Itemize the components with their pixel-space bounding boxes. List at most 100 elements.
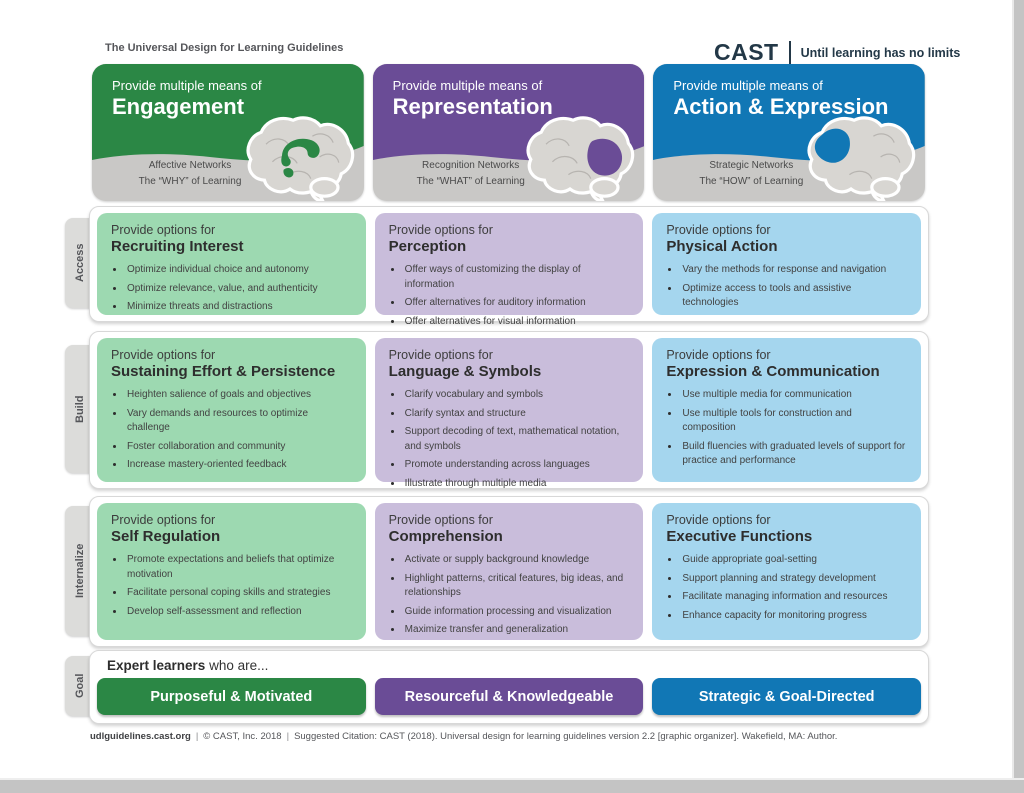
checkpoint: Guide appropriate goal-setting xyxy=(680,553,907,568)
checkpoint: Support decoding of text, mathematical n… xyxy=(403,425,630,454)
checkpoint: Clarify syntax and structure xyxy=(403,407,630,422)
checkpoint: Offer ways of customizing the display of… xyxy=(403,263,630,292)
checkpoint: Promote expectations and beliefs that op… xyxy=(125,553,352,582)
network-name: Affective Networks xyxy=(148,160,232,171)
header-kicker: Provide multiple means of xyxy=(392,78,543,93)
header-title-engagement: Engagement xyxy=(112,94,245,119)
checkpoint: Clarify vocabulary and symbols xyxy=(403,388,630,403)
option-title: Perception xyxy=(388,238,467,255)
footer-citation: Suggested Citation: CAST (2018). Univers… xyxy=(294,731,838,742)
checkpoint: Support planning and strategy developmen… xyxy=(680,572,907,587)
checkpoint: Increase mastery-oriented feedback xyxy=(125,458,352,473)
network-name: Recognition Networks xyxy=(422,160,520,171)
cast-logo: CAST Until learning has no limits xyxy=(714,39,960,66)
header-title-action-expression: Action & Expression xyxy=(673,94,889,119)
network-name: Strategic Networks xyxy=(709,160,794,171)
option-kicker: Provide options for xyxy=(111,513,216,527)
checkpoint: Develop self-assessment and reflection xyxy=(125,605,352,620)
checkpoint-list: Use multiple media for communication Use… xyxy=(666,388,907,469)
goal-button-strategic-goal-directed: Strategic & Goal-Directed xyxy=(652,678,922,715)
option-kicker: Provide options for xyxy=(388,223,493,237)
brain-affective-icon xyxy=(246,116,354,201)
header-kicker: Provide multiple means of xyxy=(673,78,823,93)
goal-lead-rest: who are... xyxy=(205,658,269,673)
checkpoint-list: Offer ways of customizing the display of… xyxy=(389,263,630,329)
page-edge-right xyxy=(1012,0,1024,793)
option-kicker: Provide options for xyxy=(388,513,493,527)
checkpoint: Foster collaboration and community xyxy=(125,440,352,455)
checkpoint: Heighten salience of goals and objective… xyxy=(125,388,352,403)
option-title: Self Regulation xyxy=(111,528,221,545)
option-title: Expression & Communication xyxy=(666,363,880,380)
checkpoint-list: Activate or supply background knowledge … xyxy=(389,553,630,638)
row-build: Provide options for Sustaining Effort & … xyxy=(89,331,929,489)
checkpoint: Guide information processing and visuali… xyxy=(403,605,630,620)
header-card-representation: Provide multiple means of Representation… xyxy=(372,64,645,201)
checkpoint: Use multiple tools for construction and … xyxy=(680,407,907,436)
header-kicker: Provide multiple means of xyxy=(112,78,262,93)
option-title: Language & Symbols xyxy=(388,363,542,380)
footer-separator: | xyxy=(286,731,290,742)
page-title: The Universal Design for Learning Guidel… xyxy=(105,42,344,54)
page-edge-bottom xyxy=(0,778,1024,793)
card-language-symbols: Provide options for Language & Symbols C… xyxy=(374,338,644,489)
option-title: Physical Action xyxy=(666,238,778,255)
row-goal: Expert learners who are... Purposeful & … xyxy=(89,650,929,724)
network-question: The “WHY” of Learning xyxy=(138,175,242,187)
footer-site-link[interactable]: udlguidelines.cast.org xyxy=(90,731,191,742)
goal-lead-text: Expert learners who are... xyxy=(107,658,268,673)
checkpoint: Highlight patterns, critical features, b… xyxy=(403,572,630,601)
row-access: Provide options for Recruiting Interest … xyxy=(89,206,929,327)
option-kicker: Provide options for xyxy=(111,223,216,237)
header-title-representation: Representation xyxy=(392,94,553,119)
option-title: Comprehension xyxy=(388,528,503,545)
option-kicker: Provide options for xyxy=(666,348,771,362)
checkpoint-list: Heighten salience of goals and objective… xyxy=(111,388,352,473)
card-physical-action: Provide options for Physical Action Vary… xyxy=(652,213,922,315)
footer: udlguidelines.cast.org|© CAST, Inc. 2018… xyxy=(90,731,930,742)
logo-divider xyxy=(788,41,791,64)
option-kicker: Provide options for xyxy=(111,348,216,362)
checkpoint: Activate or supply background knowledge xyxy=(403,553,630,568)
card-expression-communication: Provide options for Expression & Communi… xyxy=(652,338,922,482)
checkpoint-list: Clarify vocabulary and symbols Clarify s… xyxy=(389,388,630,491)
card-executive-functions: Provide options for Executive Functions … xyxy=(652,503,922,640)
checkpoint: Maximize transfer and generalization xyxy=(403,623,630,638)
network-label: Strategic Networks The “HOW” of Learning xyxy=(675,158,827,189)
goal-buttons: Purposeful & Motivated Resourceful & Kno… xyxy=(97,678,922,715)
option-kicker: Provide options for xyxy=(666,513,771,527)
footer-separator: | xyxy=(195,731,199,742)
card-sustaining-effort: Provide options for Sustaining Effort & … xyxy=(97,338,366,482)
checkpoint: Facilitate managing information and reso… xyxy=(680,590,907,605)
checkpoint: Use multiple media for communication xyxy=(680,388,907,403)
card-perception: Provide options for Perception Offer way… xyxy=(374,213,644,327)
checkpoint: Optimize individual choice and autonomy xyxy=(125,263,352,278)
network-question: The “WHAT” of Learning xyxy=(416,175,525,187)
checkpoint-list: Vary the methods for response and naviga… xyxy=(666,263,907,311)
checkpoint: Minimize threats and distractions xyxy=(125,300,352,315)
checkpoint: Offer alternatives for auditory informat… xyxy=(403,296,630,311)
cast-logo-wordmark: CAST xyxy=(714,39,779,65)
network-label: Recognition Networks The “WHAT” of Learn… xyxy=(395,158,547,189)
option-title: Sustaining Effort & Persistence xyxy=(111,363,336,380)
network-label: Affective Networks The “WHY” of Learning xyxy=(114,158,266,189)
goal-button-purposeful-motivated: Purposeful & Motivated xyxy=(97,678,366,715)
checkpoint: Facilitate personal coping skills and st… xyxy=(125,586,352,601)
cast-tagline: Until learning has no limits xyxy=(800,45,961,60)
goal-button-resourceful-knowledgeable: Resourceful & Knowledgeable xyxy=(374,678,644,715)
checkpoint: Offer alternatives for visual informatio… xyxy=(403,315,630,330)
checkpoint-list: Promote expectations and beliefs that op… xyxy=(111,553,352,619)
header-card-action-expression: Provide multiple means of Action & Expre… xyxy=(653,64,926,201)
option-kicker: Provide options for xyxy=(666,223,771,237)
brain-strategic-icon xyxy=(807,116,916,201)
brain-recognition-icon xyxy=(526,116,635,201)
option-kicker: Provide options for xyxy=(388,348,493,362)
checkpoint: Vary demands and resources to optimize c… xyxy=(125,407,352,436)
checkpoint: Promote understanding across languages xyxy=(403,458,630,473)
checkpoint: Vary the methods for response and naviga… xyxy=(680,263,907,278)
checkpoint: Build fluencies with graduated levels of… xyxy=(680,440,907,469)
checkpoint: Optimize access to tools and assistive t… xyxy=(680,282,907,311)
network-question: The “HOW” of Learning xyxy=(699,175,804,187)
checkpoint: Illustrate through multiple media xyxy=(403,477,630,492)
